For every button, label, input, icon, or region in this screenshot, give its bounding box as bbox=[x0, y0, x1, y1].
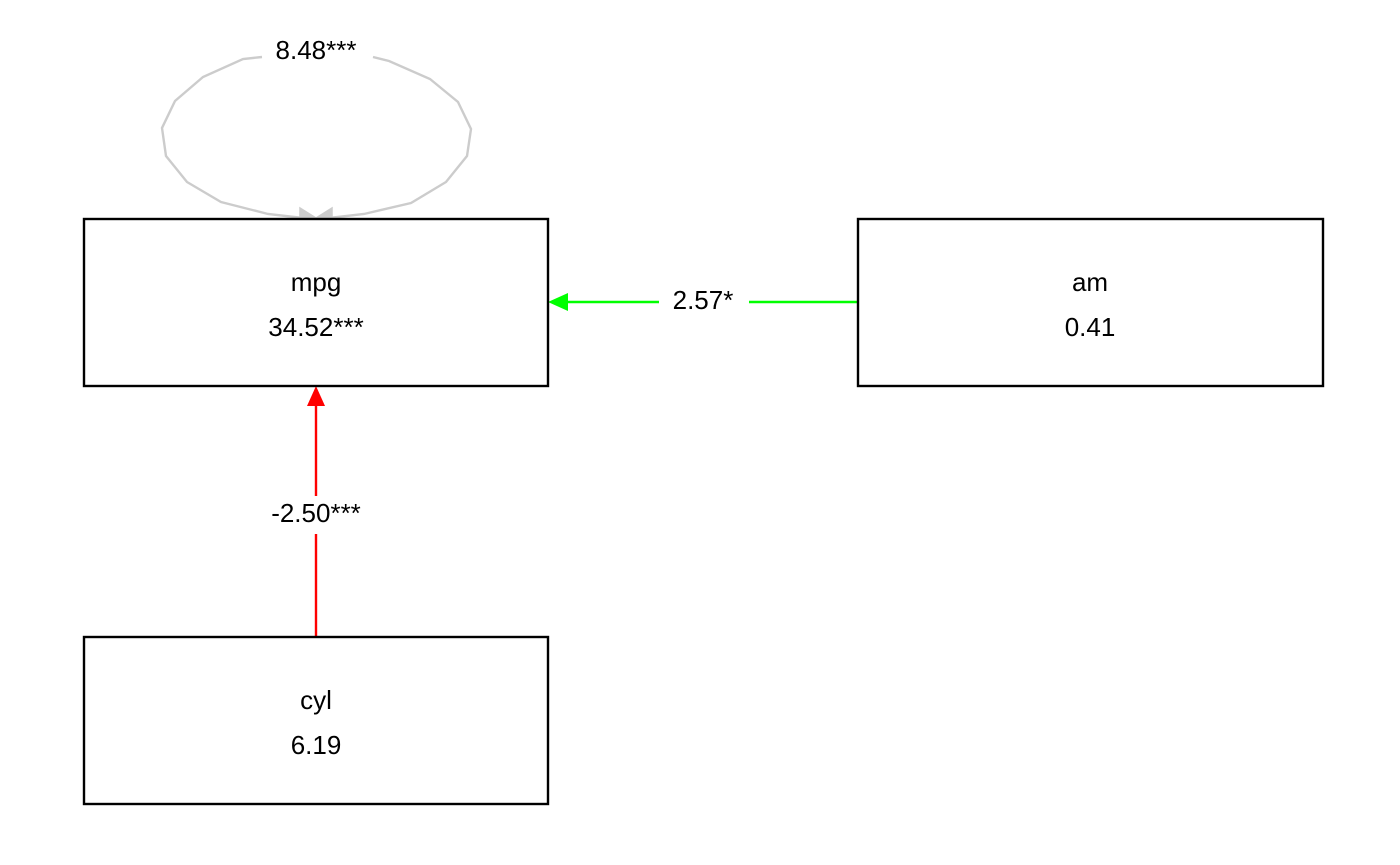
node-value-am: 0.41 bbox=[1065, 312, 1116, 342]
self-loop-curve bbox=[160, 55, 304, 220]
node-box-cyl bbox=[82, 635, 550, 806]
edge-label-cyl-mpg: -2.50*** bbox=[271, 498, 361, 528]
arrowhead-am-mpg bbox=[548, 293, 568, 311]
node-cyl: cyl 6.19 bbox=[82, 635, 550, 806]
node-name-cyl: cyl bbox=[300, 685, 332, 715]
self-loop-label: 8.48*** bbox=[276, 35, 357, 65]
arrowhead-cyl-mpg bbox=[307, 386, 325, 406]
node-am: am 0.41 bbox=[856, 217, 1325, 388]
node-box-mpg bbox=[82, 217, 550, 388]
node-value-mpg: 34.52*** bbox=[268, 312, 363, 342]
edge-label-am-mpg: 2.57* bbox=[673, 285, 734, 315]
node-mpg: mpg 34.52*** bbox=[82, 217, 550, 388]
edge-cyl-to-mpg: -2.50*** bbox=[271, 386, 361, 637]
node-box-am bbox=[856, 217, 1325, 388]
node-value-cyl: 6.19 bbox=[291, 730, 342, 760]
node-name-am: am bbox=[1072, 267, 1108, 297]
self-loop-arrowhead bbox=[299, 206, 333, 219]
node-name-mpg: mpg bbox=[291, 267, 342, 297]
edge-mpg-self-loop: 8.48*** bbox=[160, 35, 473, 220]
edge-am-to-mpg: 2.57* bbox=[548, 285, 858, 315]
self-loop-curve-right bbox=[328, 55, 473, 220]
